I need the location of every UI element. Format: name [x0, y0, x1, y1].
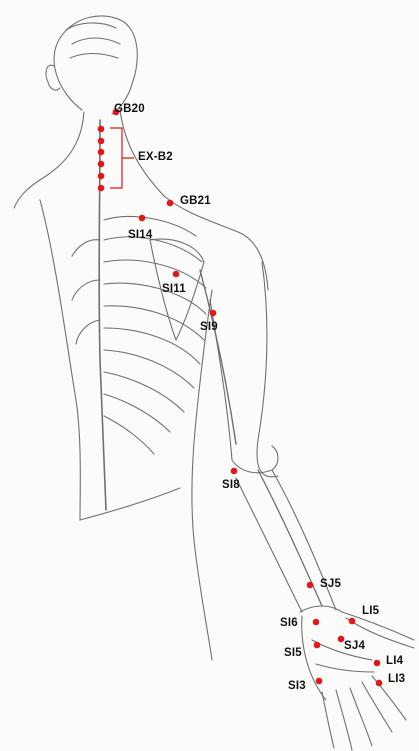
label-si11: SI11 [162, 284, 186, 296]
forearm-lower [236, 478, 302, 612]
label-li5: LI5 [362, 606, 379, 618]
label-gb20: GB20 [114, 104, 145, 116]
acupoint-exb2-1 [98, 126, 105, 133]
acupoint-li3 [376, 680, 383, 687]
label-gb21: GB21 [180, 196, 211, 208]
hip-curve [80, 488, 180, 520]
acupoint-exb2-3 [98, 149, 105, 156]
acupoint-exb2-5 [98, 173, 105, 180]
label-sj4: SJ4 [344, 641, 365, 653]
label-si3: SI3 [288, 681, 306, 693]
upper-arm-outer [257, 262, 278, 477]
acupoint-gb21 [167, 200, 174, 207]
acupoint-sj5 [307, 582, 314, 589]
acupoint-si11 [173, 271, 180, 278]
torso-left [40, 200, 80, 520]
wrist [300, 606, 342, 612]
acupoint-si8 [231, 468, 238, 475]
label-si5: SI5 [284, 648, 302, 660]
torso-right [192, 290, 212, 660]
rib-cage [72, 217, 206, 454]
head-outline [54, 16, 137, 114]
label-si9: SI9 [200, 322, 218, 334]
label-si14: SI14 [128, 230, 152, 242]
acupoint-si6 [313, 619, 320, 626]
acupoint-exb2-6 [98, 185, 105, 192]
acupoint-si3 [316, 678, 323, 685]
acupoint-exb2-2 [98, 138, 105, 145]
hair-line [66, 23, 120, 58]
humerus [200, 270, 236, 444]
label-li3: LI3 [388, 674, 405, 686]
label-sj5: SJ5 [320, 579, 341, 591]
elbow [232, 446, 278, 473]
acupoint-si14 [139, 215, 146, 222]
fingers [322, 676, 406, 750]
label-ex-b2: EX-B2 [138, 152, 173, 164]
acupoint-exb2-4 [98, 161, 105, 168]
acupoint-li4 [374, 660, 381, 667]
label-si6: SI6 [280, 618, 298, 630]
acupoint-si5 [314, 642, 321, 649]
acupoint-si9 [210, 310, 217, 317]
ex-b2-bracket [110, 128, 134, 188]
acupoint-markers [98, 109, 383, 687]
neck-left [14, 112, 84, 208]
acupoint-li5 [349, 618, 356, 625]
label-li4: LI4 [386, 656, 403, 668]
label-si8: SI8 [222, 480, 240, 492]
